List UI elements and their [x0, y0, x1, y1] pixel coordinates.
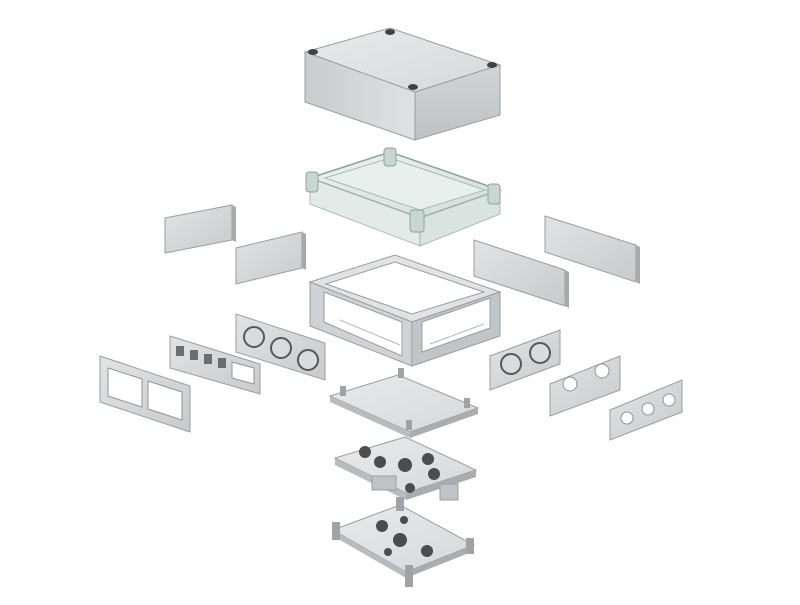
- rj45-port-icon: [176, 346, 184, 356]
- lid: [303, 27, 502, 141]
- hole-icon: [376, 520, 388, 532]
- side-panel-blank-right-front: [473, 239, 569, 308]
- hole-icon: [398, 458, 412, 472]
- side-panel-blank-left-front: [235, 231, 306, 285]
- din-adapter-plate: [333, 436, 478, 501]
- hole-icon: [384, 548, 392, 556]
- transparent-window-frame: [305, 147, 503, 247]
- hole-icon: [393, 533, 407, 547]
- frame-body: [308, 254, 502, 367]
- hole-icon: [374, 456, 386, 468]
- rj45-port-icon: [190, 350, 198, 360]
- screw-hole-icon: [385, 29, 395, 35]
- hole-icon: [359, 446, 371, 458]
- hole-icon: [405, 483, 415, 493]
- panel-rj45-cutouts: [169, 335, 261, 395]
- hole-icon: [620, 411, 634, 425]
- panel-three-connectors: [235, 313, 326, 381]
- screw-hole-icon: [487, 62, 497, 68]
- screw-hole-icon: [308, 49, 318, 55]
- connector-icon: [243, 326, 265, 348]
- mounting-plate: [328, 368, 480, 438]
- side-panel-blank-right-back: [544, 215, 640, 284]
- hole-icon: [662, 393, 676, 407]
- connector-icon: [529, 342, 551, 364]
- connector-icon: [297, 349, 319, 371]
- panel-two-rect-cutouts: [99, 355, 191, 433]
- connector-icon: [500, 353, 522, 375]
- panel-three-holes: [609, 379, 683, 441]
- hole-icon: [422, 453, 434, 465]
- hole-icon: [641, 402, 655, 416]
- rj45-port-icon: [218, 358, 226, 368]
- panel-two-connectors: [489, 329, 561, 391]
- hole-icon: [428, 468, 440, 480]
- panel-two-holes: [549, 355, 621, 417]
- hole-icon: [594, 363, 610, 379]
- hole-icon: [562, 376, 578, 392]
- screw-hole-icon: [408, 84, 418, 90]
- hole-icon: [400, 516, 408, 524]
- side-panel-blank-left-back: [164, 204, 236, 254]
- rj45-port-icon: [204, 354, 212, 364]
- hole-icon: [421, 545, 433, 557]
- connector-icon: [270, 337, 292, 359]
- base-plate: [331, 497, 476, 587]
